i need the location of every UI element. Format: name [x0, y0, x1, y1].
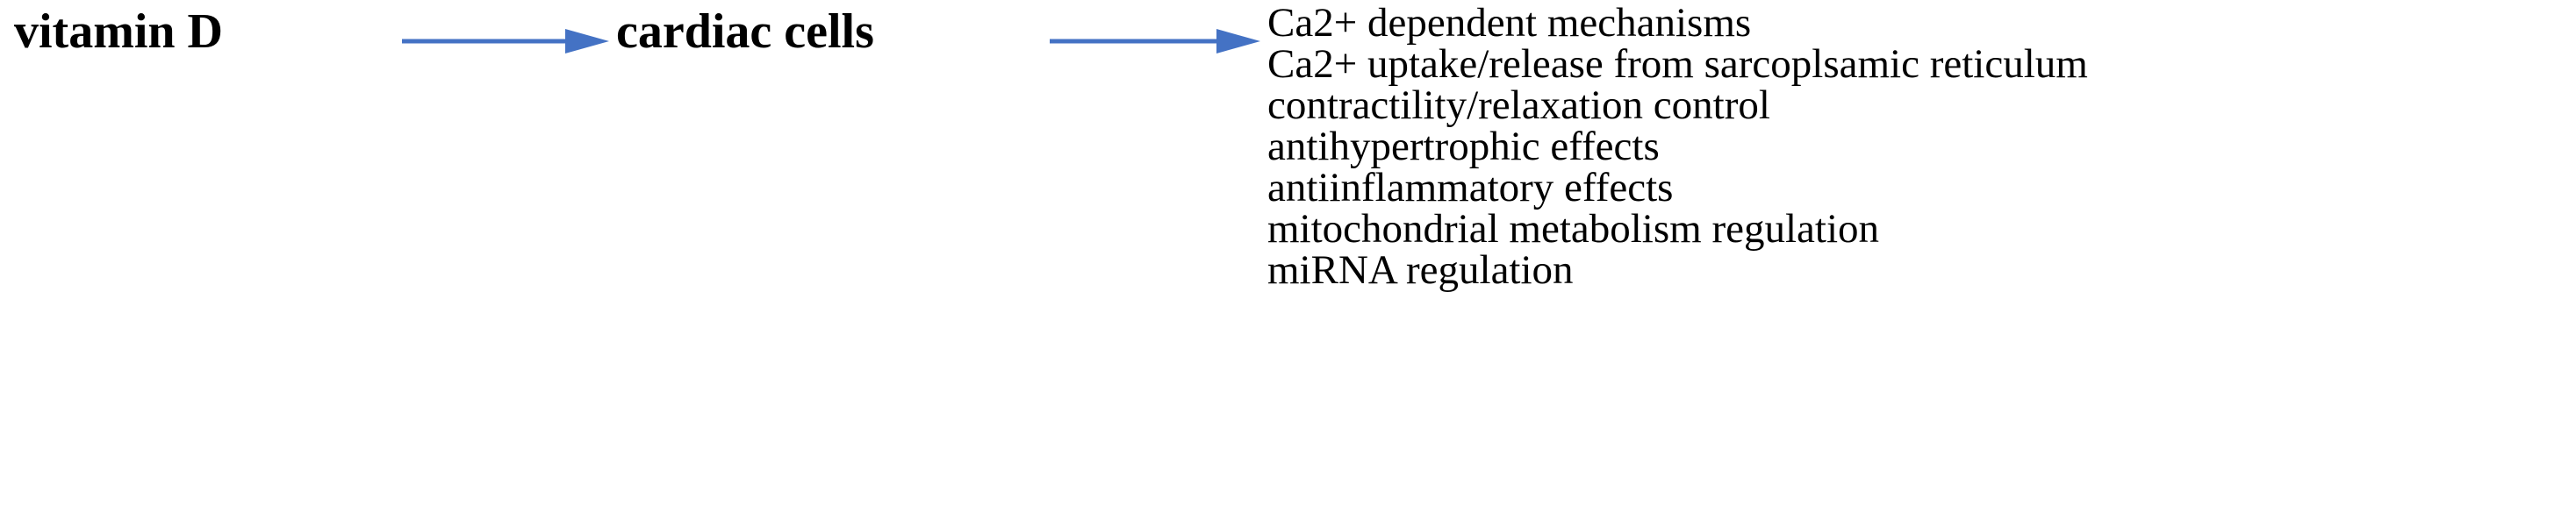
list-item: antihypertrophic effects — [1267, 124, 1660, 169]
effects-list: Ca2+ dependent mechanisms Ca2+ uptake/re… — [1267, 3, 2566, 291]
list-item: Ca2+ dependent mechanisms — [1267, 0, 1752, 46]
arrow-right-icon-1 — [402, 29, 609, 53]
list-item: Ca2+ uptake/release from sarcoplsamic re… — [1267, 41, 2088, 87]
arrow-right-icon-2 — [1050, 29, 1260, 53]
node-vitamin-d: vitamin D — [14, 4, 223, 59]
list-item: miRNA regulation — [1267, 247, 1574, 293]
list-item: mitochondrial metabolism regulation — [1267, 206, 1880, 252]
list-item: contractility/relaxation control — [1267, 82, 1770, 128]
node-cardiac-cells: cardiac cells — [616, 4, 874, 59]
list-item: antiinflammatory effects — [1267, 165, 1674, 210]
